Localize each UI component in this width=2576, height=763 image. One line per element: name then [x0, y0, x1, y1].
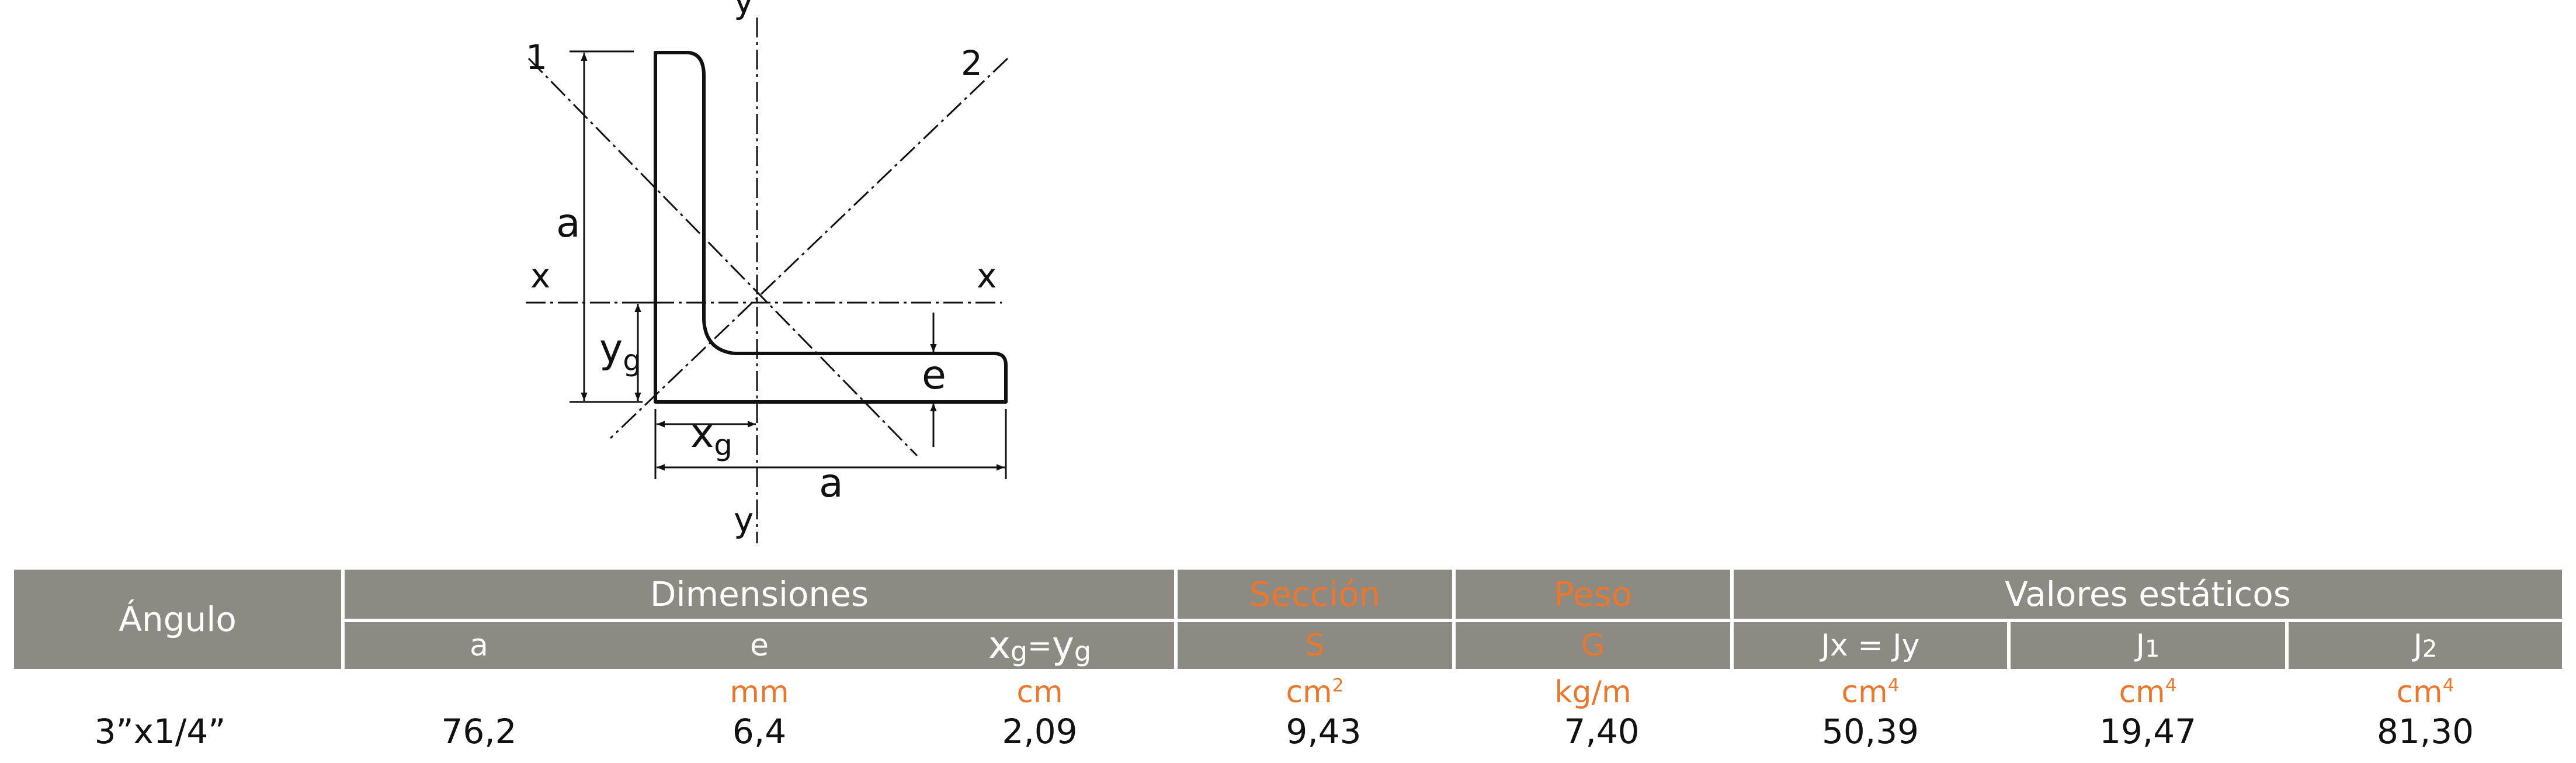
angle-profile [654, 51, 1008, 404]
unit-j1: cm4 [2119, 675, 2177, 710]
header-peso: Peso [1456, 570, 1730, 619]
unit-g: kg/m [1554, 675, 1631, 710]
header-dim-a: a [345, 622, 613, 669]
cell-xg: 2,09 [1002, 712, 1078, 751]
label-e: e [922, 352, 946, 398]
header-peso-g: G [1456, 622, 1730, 669]
label-x-left: x [530, 256, 550, 296]
label-y-bottom: y [734, 500, 754, 540]
header-valores-estaticos: Valores estáticos [1734, 570, 2562, 619]
cell-s: 9,43 [1286, 712, 1362, 751]
label-a-horizontal: a [819, 460, 843, 507]
header-seccion: Sección [1178, 570, 1452, 619]
unit-xg: cm [1016, 675, 1063, 710]
header-seccion-s: S [1178, 622, 1452, 669]
cell-angulo: 3”x1/4” [94, 712, 226, 751]
axis-1-line [527, 57, 918, 457]
cell-a: 76,2 [441, 712, 517, 751]
cell-g: 7,40 [1564, 712, 1640, 751]
label-axis-1: 1 [526, 37, 547, 77]
cell-jx: 50,39 [1821, 712, 1919, 751]
unit-e: mm [730, 675, 789, 710]
header-dim-e: e [613, 622, 905, 669]
unit-s: cm2 [1286, 675, 1344, 710]
label-axis-2: 2 [961, 43, 983, 83]
label-a-vertical: a [556, 200, 581, 247]
header-angulo: Ángulo [14, 570, 341, 669]
cell-j2: 81,30 [2376, 712, 2474, 751]
unit-jx: cm4 [1841, 675, 1900, 710]
label-x-right: x [977, 256, 997, 296]
cell-j1: 19,47 [2099, 712, 2197, 751]
header-dimensiones: Dimensiones [345, 570, 1174, 619]
header-jx-jy: Jx = Jy [1734, 622, 2007, 669]
cell-e: 6,4 [732, 712, 787, 751]
label-yg: yg [599, 326, 641, 377]
angle-section-diagram: y y x x 1 2 a a e yg xg [526, 0, 1009, 543]
axis-2-line [609, 57, 1009, 439]
label-y-top: y [734, 0, 754, 21]
label-xg: xg [690, 411, 732, 462]
unit-j2: cm4 [2396, 675, 2455, 710]
